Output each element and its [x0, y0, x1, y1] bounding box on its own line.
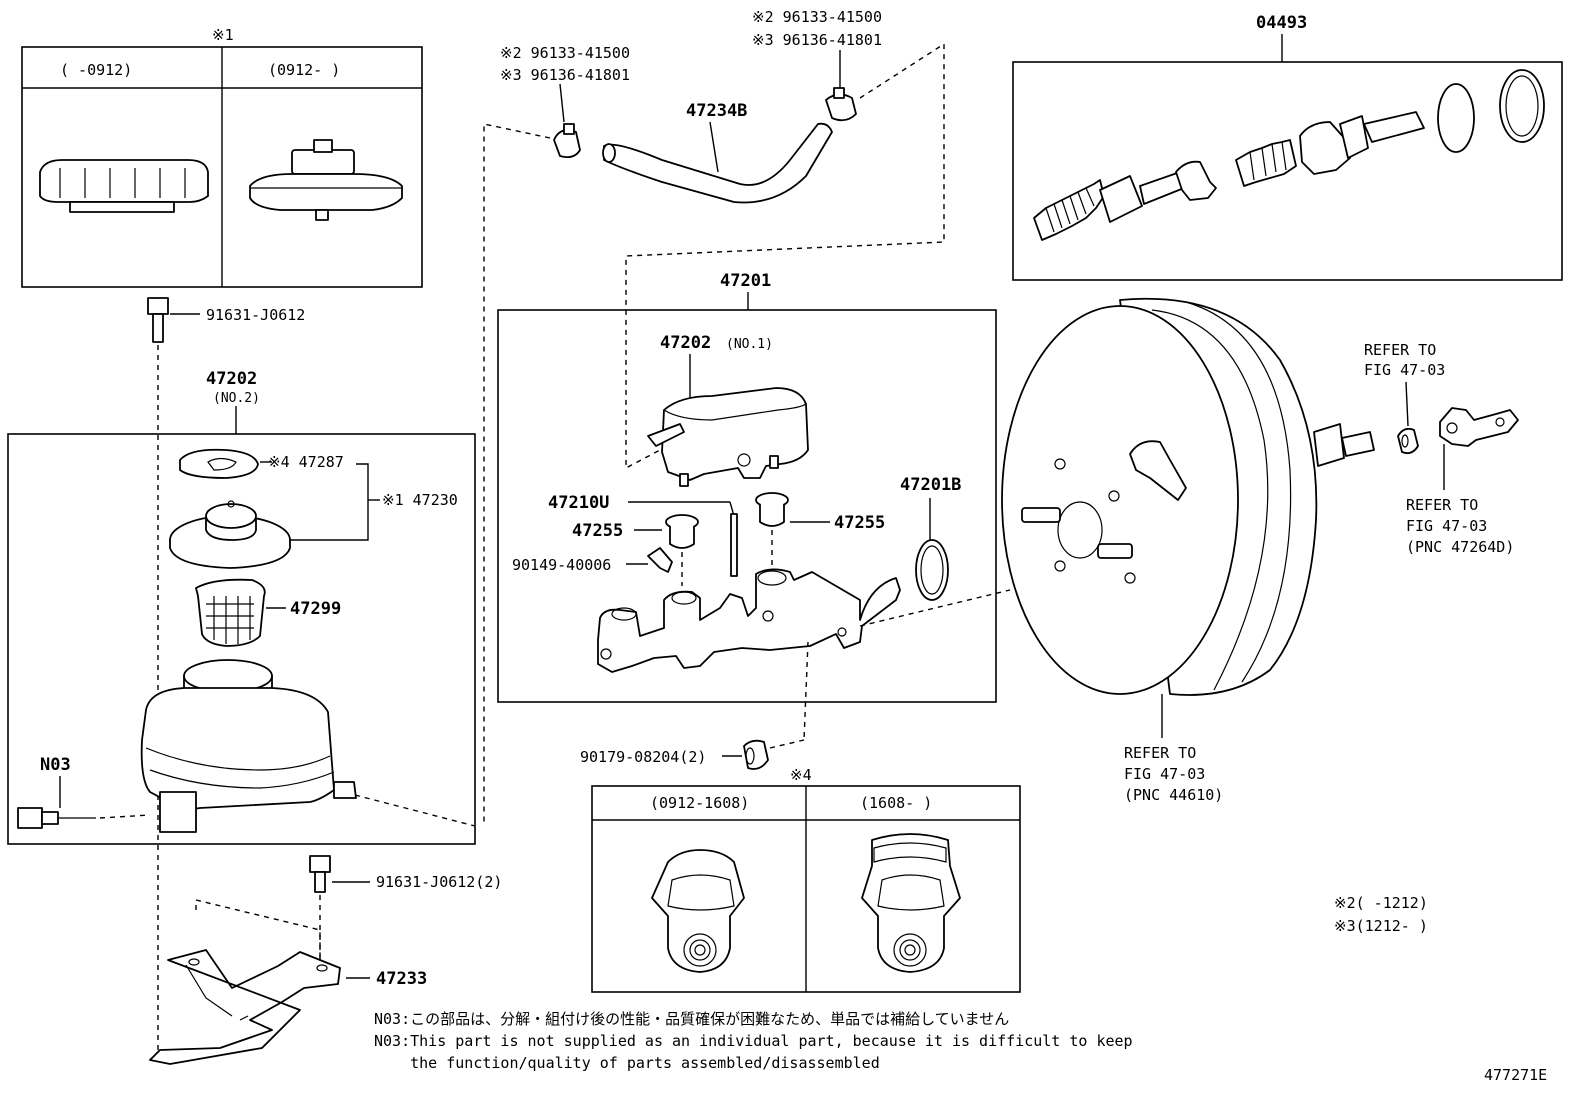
cap-new-icon — [249, 139, 403, 221]
label-clip-right-b: ※3 96136-41801 — [752, 31, 882, 49]
label-hose: 47234B — [686, 101, 747, 121]
label-cap: ※1 47230 — [382, 491, 458, 509]
label-refer-clevis-a: REFER TO — [1406, 496, 1478, 514]
label-refer-top-a: REFER TO — [1364, 341, 1436, 359]
inset1-col1-label: ( -0912) — [60, 61, 132, 79]
note-n03-english-line1: N03:This part is not supplied as an indi… — [374, 1032, 1133, 1050]
strainer-icon — [195, 578, 286, 647]
inset4-col2-label: (1608- ) — [860, 794, 932, 812]
label-clip-left-b: ※3 96136-41801 — [500, 66, 630, 84]
inset4-col1-label: (0912-1608) — [650, 794, 749, 812]
label-clip-left-a: ※2 96133-41500 — [500, 44, 630, 62]
label-grommet-right: 47255 — [834, 513, 885, 533]
label-gasket: ※4 47287 — [268, 453, 344, 471]
label-reservoir-no1-sub: (NO.1) — [726, 337, 773, 352]
gasket-new-icon — [861, 833, 961, 973]
grommet-left-icon — [665, 514, 699, 549]
label-bracket: 47233 — [376, 969, 427, 989]
clevis-icon — [1439, 407, 1519, 490]
label-reservoir-no2: 47202 — [206, 369, 257, 389]
level-sensor-icon — [17, 776, 96, 829]
gasket-old-icon — [651, 849, 745, 973]
hose-icon — [602, 122, 833, 204]
label-refer-clevis-b: FIG 47-03 — [1406, 517, 1487, 535]
hose-clip-left-icon — [553, 123, 581, 159]
label-refer-booster-b: FIG 47-03 — [1124, 765, 1205, 783]
bolt-91631-icon — [147, 297, 200, 343]
reservoir-tank-icon — [140, 659, 357, 833]
nut-clevis-icon — [1397, 427, 1419, 455]
grommet-right-icon — [755, 492, 789, 527]
label-screw: 90149-40006 — [512, 556, 611, 574]
label-refer-booster-a: REFER TO — [1124, 744, 1196, 762]
label-grommet-left: 47255 — [572, 521, 623, 541]
bracket-icon — [149, 949, 370, 1065]
label-refer-top-b: FIG 47-03 — [1364, 361, 1445, 379]
nut-icon — [743, 739, 769, 770]
label-n03: N03 — [40, 755, 71, 775]
label-reservoir-no2-sub: (NO.2) — [213, 391, 260, 406]
inset-gasket-variants: ※4 (0912-1608) (1608- ) — [591, 766, 1021, 993]
brake-booster-icon — [1001, 297, 1375, 738]
figure-id: 477271E — [1484, 1066, 1547, 1084]
cap-icon — [169, 500, 291, 569]
gasket-icon — [179, 448, 272, 479]
label-master-cylinder: 47201 — [720, 271, 771, 291]
hose-clip-right-icon — [825, 87, 857, 122]
label-nut: 90179-08204(2) — [580, 748, 706, 766]
master-cylinder-body-icon — [597, 568, 901, 673]
pin-icon — [730, 513, 738, 577]
screw-icon — [647, 547, 673, 573]
oring-icon — [915, 539, 949, 601]
bolt-lower-icon — [309, 855, 370, 893]
note-kome2: ※2( -1212) — [1334, 894, 1428, 912]
label-oring: 47201B — [900, 475, 961, 495]
label-bolt-top: 91631-J0612 — [206, 306, 305, 324]
label-reservoir-no1: 47202 — [660, 333, 711, 353]
note-n03-english-line2: the function/quality of parts assembled/… — [374, 1054, 880, 1072]
label-refer-clevis-c: (PNC 47264D) — [1406, 538, 1514, 556]
note-n03-japanese: N03:この部品は、分解・組付け後の性能・品質確保が困難なため、単品では補給して… — [374, 1010, 1009, 1028]
label-kit: 04493 — [1256, 13, 1307, 33]
note-kome3: ※3(1212- ) — [1334, 917, 1428, 935]
reservoir-no1-icon — [647, 387, 809, 487]
label-clip-right-a: ※2 96133-41500 — [752, 8, 882, 26]
label-pin: 47210U — [548, 493, 609, 513]
inset-cap-variants: ※1 ( -0912) (0912- ) — [21, 26, 423, 288]
inset4-marker: ※4 — [790, 766, 812, 784]
kit-pistons-icon — [1033, 69, 1545, 241]
inset1-marker: ※1 — [212, 26, 234, 44]
cap-old-icon — [39, 159, 209, 213]
label-strainer: 47299 — [290, 599, 341, 619]
inset1-col2-label: (0912- ) — [268, 61, 340, 79]
label-refer-booster-c: (PNC 44610) — [1124, 786, 1223, 804]
label-bolt-lower: 91631-J0612(2) — [376, 873, 502, 891]
